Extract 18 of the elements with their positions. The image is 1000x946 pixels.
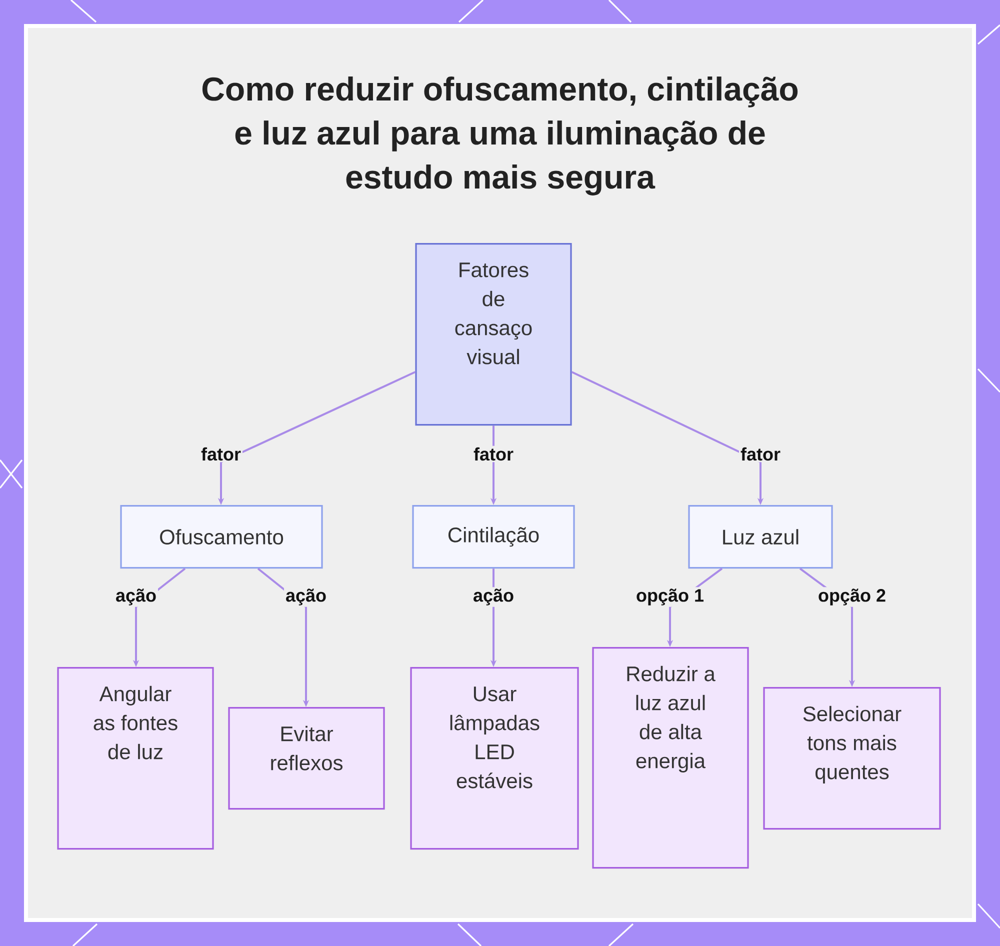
edge-label: opção 1 [634, 587, 706, 607]
category-box: Cintilação [412, 505, 575, 569]
action-box: Usar lâmpadas LED estáveis [410, 667, 579, 850]
edge-label: ação [284, 587, 328, 607]
category-box: Ofuscamento [120, 505, 323, 569]
edge-label: ação [472, 587, 516, 607]
action-box: Selecionar tons mais quentes [763, 687, 941, 830]
action-box: Evitar reflexos [228, 707, 385, 810]
topic-box: Fatores de cansaço visual [415, 243, 572, 426]
category-box: Luz azul [688, 505, 833, 569]
action-box: Reduzir a luz azul de alta energia [592, 647, 749, 869]
edge-label: fator [472, 446, 515, 462]
edge-label: ação [114, 587, 158, 607]
action-box: Angular as fontes de luz [57, 667, 214, 850]
edge-label: opção 2 [816, 587, 888, 607]
edge-label: fator [200, 446, 242, 462]
edge-label: fator [739, 446, 782, 462]
title: Como reduzir ofuscamento, cintilação e luz azul para uma iluminação de estudo mais segura [202, 76, 798, 196]
